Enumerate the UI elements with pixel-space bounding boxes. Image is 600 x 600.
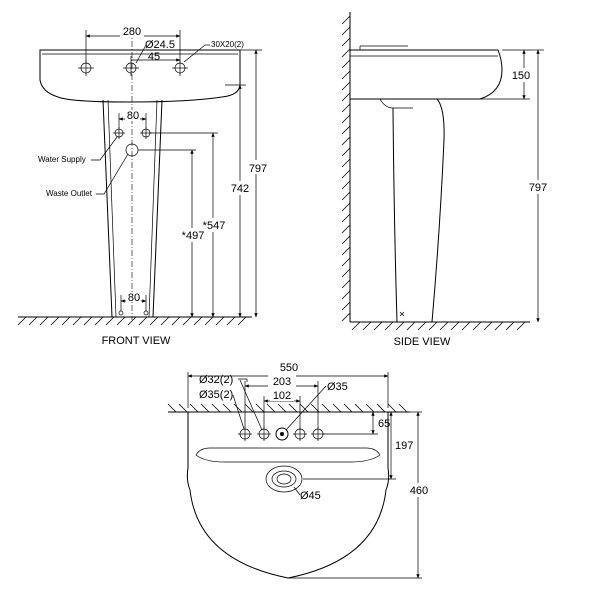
dim-197: 197: [303, 411, 413, 480]
top-drain: [265, 465, 303, 493]
hole-35-leader: [285, 385, 327, 431]
dim-547: *547: [150, 132, 230, 318]
dim-197-label: 197: [395, 440, 413, 452]
dim-460: 460: [288, 411, 433, 579]
top-basin-outline: [186, 412, 390, 579]
dim-547-label: *547: [203, 220, 226, 232]
dim-203: 203: [244, 374, 319, 428]
hole-32-leader: [239, 379, 263, 431]
drain-dia-label: Ø45: [300, 490, 321, 502]
overflow-label: 30X20(2): [211, 40, 244, 49]
overflow-leader: [183, 44, 206, 63]
hole-35-pair-leader: [232, 394, 245, 430]
dim-280: 280: [85, 26, 181, 62]
dim-460-label: 460: [410, 485, 428, 497]
side-view-title: SIDE VIEW: [394, 336, 451, 348]
top-bowl-rim: [195, 447, 381, 456]
front-basin: [39, 49, 241, 103]
front-view-title: FRONT VIEW: [102, 335, 171, 347]
dim-550-label: 550: [280, 362, 298, 374]
dim-742-label: 742: [231, 183, 249, 195]
dim-150: 150: [480, 49, 534, 100]
front-pedestal: [102, 99, 163, 318]
dim-742: 742: [225, 84, 254, 318]
dim-80-top-label: 80: [127, 110, 139, 122]
dim-102-label: 102: [273, 390, 291, 402]
dim-80-bottom: 80: [120, 292, 147, 311]
hole-35-pair-label: Ø35(2): [199, 389, 233, 401]
dim-tap-hole-label: Ø24.5: [145, 39, 175, 51]
side-basin: [350, 45, 503, 109]
front-floor: [17, 316, 252, 326]
front-view: 280 Ø24.5 45 30X20(2) 80 80: [17, 26, 270, 347]
dim-797-side-label: 797: [529, 182, 547, 194]
dim-102: 102: [263, 389, 301, 428]
dim-497: *497: [138, 149, 208, 318]
dim-80-top: 80: [118, 110, 147, 128]
waste-outlet-label: Waste Outlet: [46, 189, 93, 198]
drain-leader: [293, 486, 301, 496]
dim-280-label: 280: [123, 26, 141, 38]
dim-550: 550: [187, 362, 389, 408]
water-supply-label: Water Supply: [38, 155, 86, 164]
dim-797-side: 797: [524, 49, 552, 323]
dim-203-label: 203: [273, 376, 291, 388]
dim-80-bottom-label: 80: [128, 292, 140, 304]
dim-45: 45: [130, 51, 181, 63]
dim-797-front-label: 797: [249, 163, 267, 175]
side-pedestal: [392, 98, 445, 323]
hole-35-label: Ø35: [327, 381, 348, 393]
top-tap-holes: [238, 427, 325, 441]
dim-797-front: 797: [240, 49, 270, 318]
hole-32-label: Ø32(2): [199, 374, 233, 386]
water-supply-leader: [91, 136, 118, 161]
side-view: 150 797 SIDE VIEW: [341, 12, 552, 348]
dim-65: 65: [323, 411, 390, 435]
dim-65-label: 65: [378, 418, 390, 430]
top-view: 550 203 102 Ø32(2) Ø35(2) Ø35: [167, 362, 433, 579]
dim-150-label: 150: [512, 70, 530, 82]
waste-outlet-leader: [96, 153, 129, 195]
dim-45-label: 45: [148, 51, 160, 63]
dim-497-label: *497: [182, 230, 205, 242]
